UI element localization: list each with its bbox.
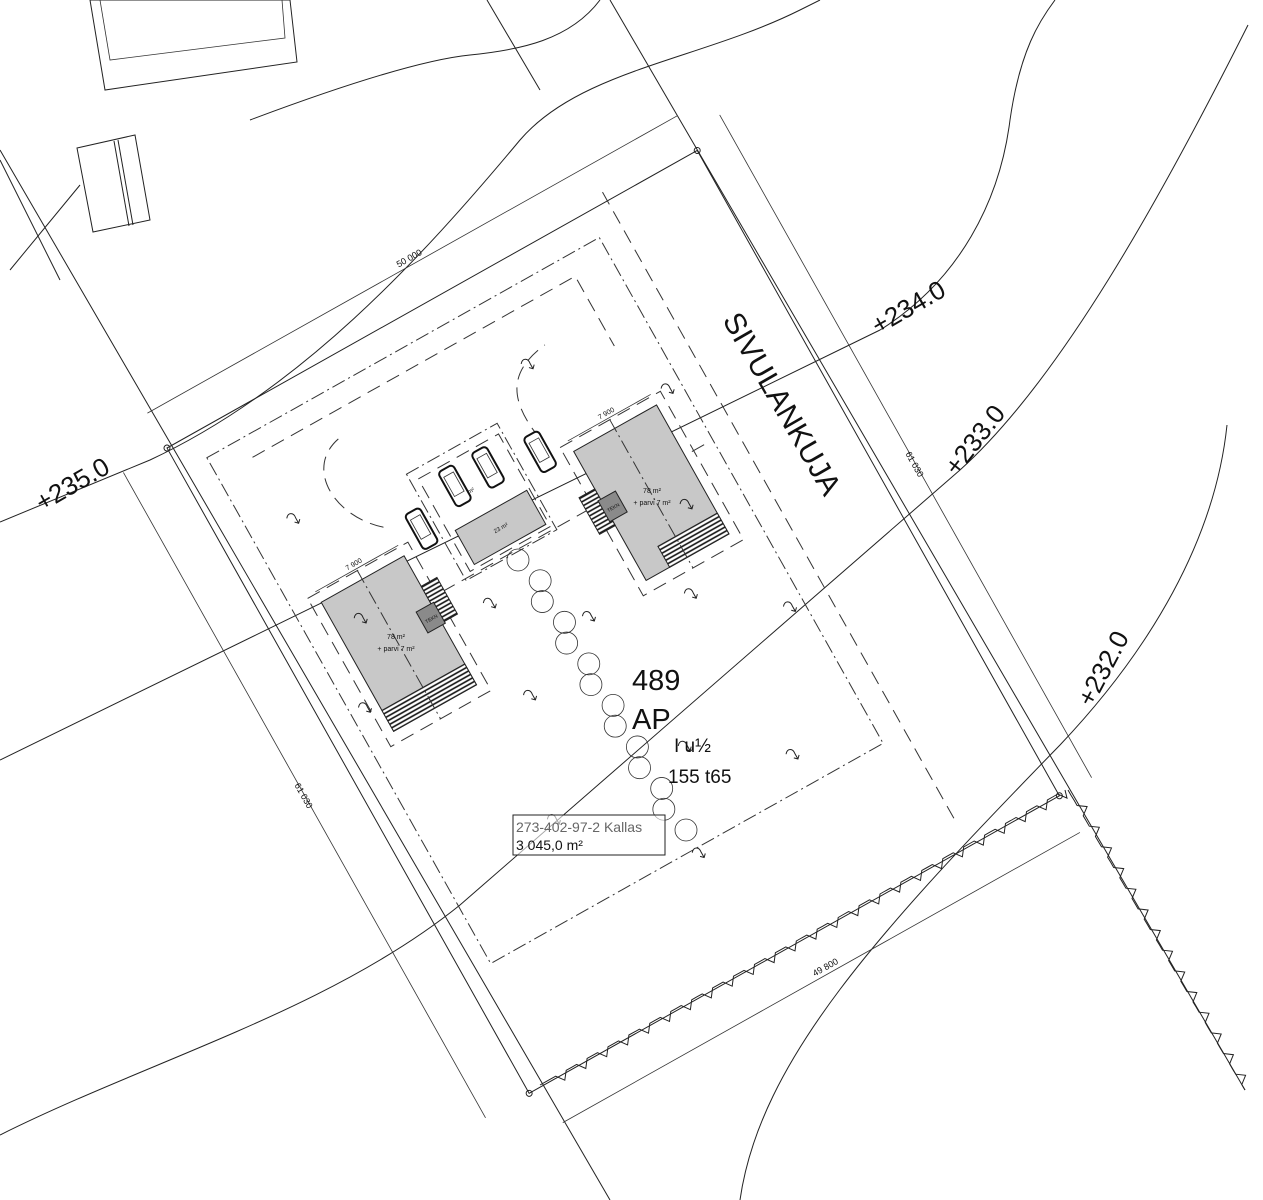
tree	[553, 610, 576, 634]
tree	[555, 631, 579, 655]
drainage-arrow-icon	[682, 585, 700, 603]
tree	[625, 735, 649, 759]
contour-232	[739, 424, 1228, 1200]
ridge-line	[609, 419, 694, 569]
contour-label-235: +235.0	[30, 451, 114, 517]
plot-boundary	[166, 149, 1061, 1095]
plot-building-right: 155 t65	[668, 767, 731, 788]
house-left-area: 78 m²	[387, 634, 406, 641]
tree	[506, 548, 530, 572]
contour-label-233: +233.0	[938, 399, 1011, 481]
setback-line	[602, 191, 957, 823]
tree	[601, 693, 625, 717]
parked-car	[438, 464, 472, 508]
parked-car	[523, 430, 557, 474]
plot-floors: I u½	[674, 736, 711, 757]
house-left-loft: + parvi 7 m²	[377, 646, 415, 653]
carport-outline	[405, 422, 558, 582]
drainage-arrow-icon	[690, 844, 708, 862]
neighbour-building-inner	[99, 0, 286, 61]
carport-inner	[417, 433, 552, 573]
drainage-arrow-icon	[580, 608, 598, 626]
shed	[76, 134, 151, 233]
dimension-right: 61 030	[903, 450, 925, 479]
property-area: 3 045,0 m²	[516, 837, 583, 853]
plot-zone: AP	[632, 704, 671, 736]
dimension-line-right	[719, 114, 1092, 778]
drainage-arrow-icon	[285, 510, 302, 528]
plot-left-edge-ext	[0, 149, 611, 1200]
ridge-line	[356, 570, 441, 720]
road-edge-line	[609, 0, 1246, 1091]
house-right-area: 78 m²	[643, 488, 662, 495]
parked-car	[471, 446, 505, 489]
driveway-edge	[252, 275, 615, 458]
boundary-marker	[163, 444, 171, 452]
dimension-line-top	[147, 115, 678, 414]
tree-row	[506, 548, 698, 842]
neighbour-building	[89, 0, 298, 91]
plot-number: 489	[632, 665, 680, 697]
tree	[674, 818, 698, 842]
house-right-dim-line	[567, 394, 651, 442]
house-left-dim-line	[315, 544, 399, 593]
tree	[603, 714, 627, 738]
tree	[528, 569, 552, 593]
fence	[539, 789, 1247, 1091]
house-right-loft: + parvi 7 m²	[633, 500, 671, 507]
house-left-tech-room	[415, 601, 447, 634]
tree	[628, 756, 651, 780]
contour-235	[0, 0, 821, 523]
tree	[650, 777, 674, 800]
plot-frame: 50 000 61 030 61 030 49 800 TEKN 7 900 T…	[123, 114, 1092, 1123]
building-area	[206, 236, 884, 965]
house-right-terrace	[657, 512, 730, 568]
tree	[530, 590, 554, 613]
drainage-arrow-icon	[356, 699, 374, 717]
boundary-marker	[525, 1089, 533, 1097]
contour-234	[0, 0, 1056, 761]
house-left-tech-label: TEKN	[424, 613, 439, 625]
tree	[577, 652, 601, 676]
drainage-arrow-icon	[519, 355, 537, 374]
boundary-marker	[693, 146, 701, 154]
dimension-line-left	[123, 472, 486, 1118]
contour-label-234: +234.0	[866, 274, 950, 340]
garage	[454, 489, 547, 566]
property-label-box	[512, 814, 666, 856]
house-right-tech-label: TEKN	[606, 502, 621, 514]
tree	[579, 673, 603, 697]
contour-top	[249, 0, 601, 121]
dimension-line-bottom	[562, 832, 1081, 1123]
driveway-curve	[323, 344, 546, 528]
parked-car	[404, 507, 439, 550]
road-name: SIVULANKUJA	[716, 307, 847, 501]
plot-bottom-ext	[486, 0, 541, 91]
property-id: 273-402-97-2 Kallas	[516, 819, 642, 835]
drainage-arrow-icon	[521, 687, 539, 705]
drainage-arrow-icon	[481, 594, 499, 613]
contour-233	[0, 24, 1249, 1136]
contour-label-232: +232.0	[1071, 626, 1135, 711]
boundary-marker	[1055, 792, 1063, 800]
drainage-arrow-icon	[784, 746, 802, 764]
dimension-left: 61 030	[292, 781, 314, 810]
house-right-tech-room	[597, 490, 628, 523]
contour-left	[0, 159, 81, 281]
